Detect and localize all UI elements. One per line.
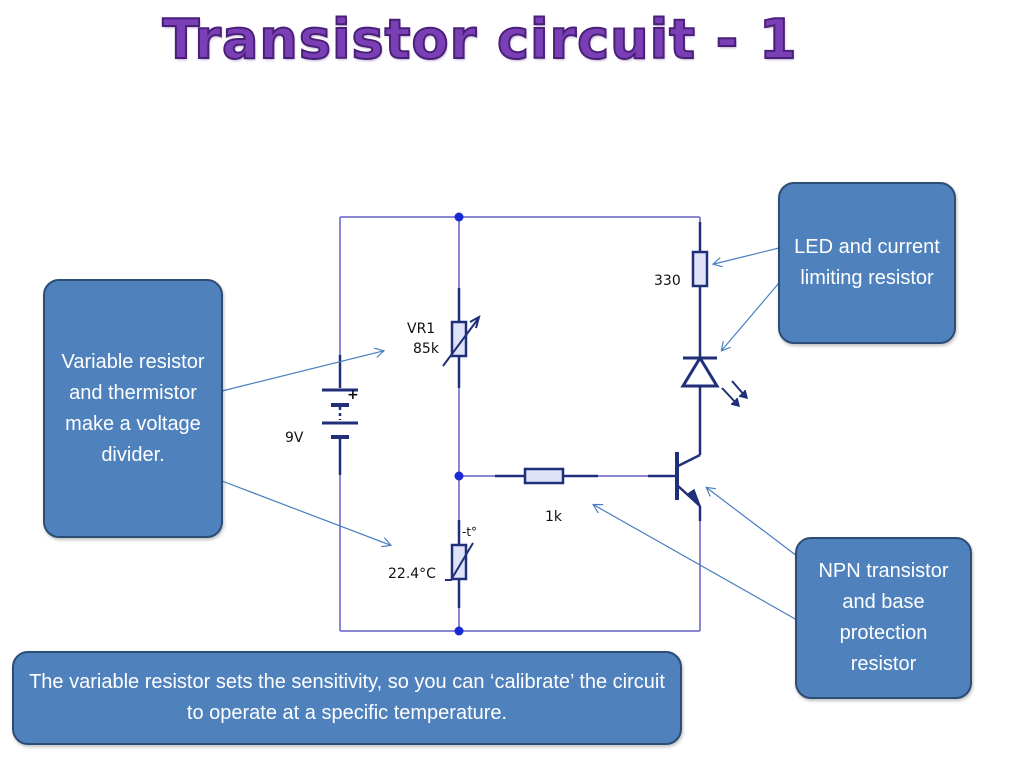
battery-voltage-label: 9V — [285, 430, 304, 446]
arrow-to-base-resistor — [594, 505, 798, 621]
arrow-to-led-resistor — [714, 247, 780, 264]
thermistor-symbol-label: -t° — [462, 525, 477, 539]
led-resistor — [691, 222, 709, 358]
callout-npn-transistor-text: NPN transistor and base protection resis… — [818, 560, 949, 675]
page-title: Transistor circuit - 1 — [161, 7, 798, 72]
callout-calibrate-note: The variable resistor sets the sensitivi… — [12, 651, 682, 745]
arrow-to-thermistor — [221, 480, 390, 545]
battery — [322, 355, 358, 475]
thermistor-temp-label: 22.4°C — [388, 566, 436, 582]
callout-voltage-divider: Variable resistor and thermistor make a … — [43, 279, 223, 538]
arrow-to-vr1 — [221, 351, 383, 392]
variable-resistor-vr1 — [442, 288, 481, 388]
callout-arrows — [221, 247, 798, 621]
node-middle — [454, 471, 464, 481]
base-resistor-value-label: 1k — [545, 509, 563, 525]
wires — [339, 216, 701, 632]
base-resistor — [495, 467, 598, 485]
arrow-to-led — [722, 282, 780, 350]
battery-plus-label: + — [347, 387, 359, 403]
thermistor — [445, 520, 474, 608]
arrow-to-transistor — [707, 488, 798, 557]
node-bottom — [454, 626, 464, 636]
vr1-value-label: 85k — [413, 341, 440, 357]
npn-transistor — [648, 452, 702, 521]
callout-led-resistor-text: LED and current limiting resistor — [794, 236, 940, 289]
node-top — [454, 212, 464, 222]
components — [322, 222, 749, 608]
vr1-name-label: VR1 — [407, 321, 435, 337]
callout-voltage-divider-text: Variable resistor and thermistor make a … — [61, 350, 205, 466]
callout-led-resistor: LED and current limiting resistor — [778, 182, 956, 344]
led — [680, 355, 749, 455]
led-resistor-value-label: 330 — [654, 273, 681, 289]
callout-calibrate-note-text: The variable resistor sets the sensitivi… — [29, 671, 665, 724]
junction-nodes — [454, 212, 464, 636]
callout-npn-transistor: NPN transistor and base protection resis… — [795, 537, 972, 699]
